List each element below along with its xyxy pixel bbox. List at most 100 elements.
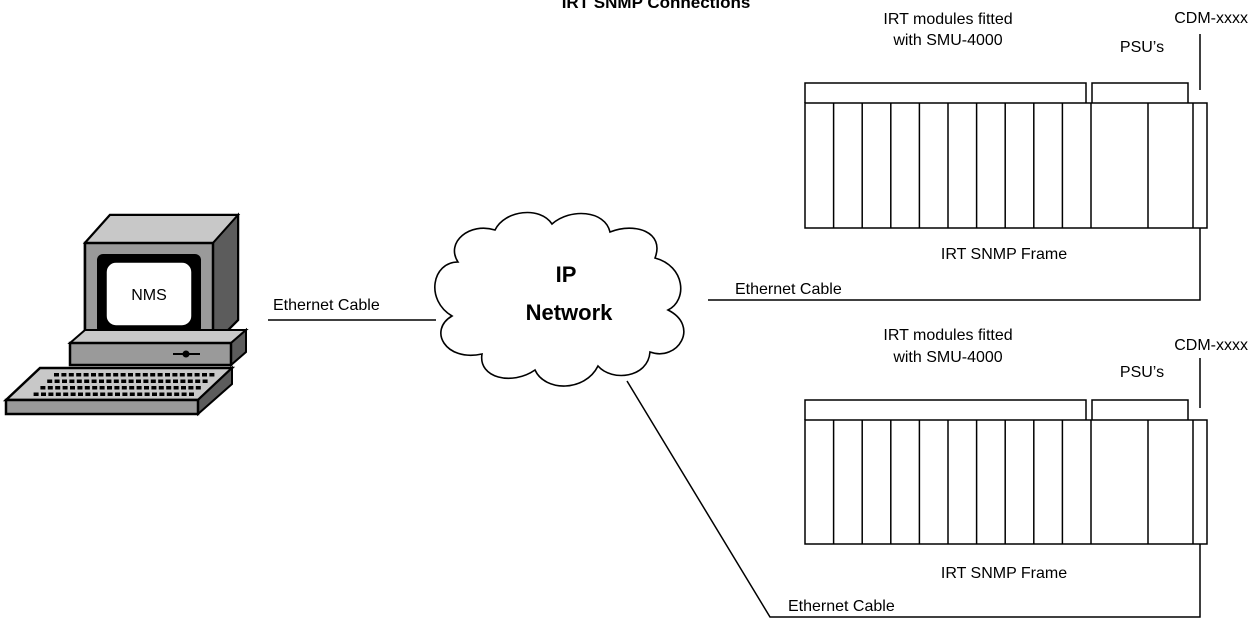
keyboard-key: [179, 373, 185, 377]
keyboard-key: [128, 373, 133, 377]
keyboard-key: [187, 379, 193, 383]
keyboard-key: [99, 379, 104, 383]
keyboard-key: [143, 379, 149, 383]
keyboard-key: [84, 386, 90, 390]
keyboard-key: [188, 386, 194, 390]
keyboard-key: [107, 392, 113, 396]
keyboard-key: [106, 379, 112, 383]
keyboard-key: [209, 373, 215, 377]
keyboard-key: [120, 373, 126, 377]
keyboard-key: [189, 392, 194, 396]
keyboard-key: [128, 379, 134, 383]
keyboard-key: [181, 386, 186, 390]
frame1-modules-bracket: [804, 82, 1087, 103]
frame2-modules-bracket: [804, 399, 1087, 420]
keyboard-key: [61, 373, 67, 377]
keyboard-key: [55, 392, 61, 396]
nms-label: NMS: [131, 287, 167, 304]
keyboard-key: [62, 386, 68, 390]
keyboard-key: [202, 379, 208, 383]
frame1-psu-label: PSU’s: [1120, 39, 1164, 56]
keyboard-key: [194, 373, 200, 377]
keyboard-key: [55, 386, 61, 390]
keyboard-key: [115, 392, 120, 396]
keyboard-key: [107, 386, 112, 390]
keyboard-key: [165, 379, 171, 383]
ip-network-cloud: IP Network: [434, 211, 685, 387]
keyboard-key: [48, 392, 54, 396]
keyboard-key: [195, 379, 201, 383]
keyboard-key: [181, 392, 187, 396]
frame2-cable-label: Ethernet Cable: [788, 598, 895, 615]
keyboard-key: [136, 379, 141, 383]
frame1-psu-bracket: [1091, 82, 1189, 103]
keyboard-key: [165, 373, 170, 377]
keyboard-key: [152, 392, 157, 396]
frame1-modules-label-line1: IRT modules fitted: [883, 11, 1012, 28]
frame2-ethernet-cable: [626, 380, 1201, 618]
keyboard-key: [92, 386, 98, 390]
keyboard-key: [40, 386, 46, 390]
keyboard-key: [202, 373, 207, 377]
keyboard-key: [47, 386, 53, 390]
frame2-cdm-label: CDM-xxxx: [1174, 337, 1248, 354]
frame1-cable-label: Ethernet Cable: [735, 281, 842, 298]
keyboard-key: [84, 379, 90, 383]
keyboard-key: [113, 373, 119, 377]
keyboard-key: [173, 386, 179, 390]
irt-snmp-frame-2: IRT modules fitted with SMU-4000 PSU’s C…: [626, 327, 1248, 618]
keyboard-key: [70, 392, 76, 396]
keyboard-key: [47, 379, 53, 383]
network-label-line2: Network: [526, 300, 614, 325]
keyboard-key: [78, 392, 83, 396]
keyboard-key: [41, 392, 46, 396]
keyboard-key: [136, 386, 142, 390]
keyboard-key: [174, 392, 180, 396]
keyboard-key: [172, 373, 178, 377]
frame1-slots: [832, 103, 1194, 228]
frame2-psu-label: PSU’s: [1120, 364, 1164, 381]
keyboard-key: [33, 392, 39, 396]
frame2-label: IRT SNMP Frame: [941, 565, 1067, 582]
keyboard-key: [98, 373, 104, 377]
frame1-label: IRT SNMP Frame: [941, 246, 1067, 263]
keyboard-key: [158, 379, 164, 383]
keyboard-key: [121, 386, 127, 390]
keyboard-key: [166, 386, 172, 390]
keyboard-key: [122, 392, 128, 396]
keyboard-key: [92, 392, 98, 396]
keyboard-key: [137, 392, 143, 396]
keyboard-key: [113, 379, 119, 383]
keyboard-key: [121, 379, 127, 383]
keyboard-key: [85, 392, 91, 396]
frame2-slots: [832, 420, 1194, 544]
keyboard-key: [114, 386, 120, 390]
keyboard-key: [157, 373, 163, 377]
frame1-chassis: [804, 102, 1208, 229]
irt-snmp-frame-1: IRT modules fitted with SMU-4000 PSU’s C…: [708, 10, 1248, 301]
keyboard-key: [91, 373, 96, 377]
frame1-ethernet-cable: [708, 228, 1201, 301]
keyboard-key: [180, 379, 186, 383]
frame2-modules-label-line2: with SMU-4000: [892, 349, 1002, 366]
keyboard-key: [76, 379, 82, 383]
network-label-line1: IP: [556, 262, 577, 287]
keyboard-key: [129, 386, 135, 390]
nms-cable-label: Ethernet Cable: [273, 297, 380, 314]
keyboard-key: [54, 379, 60, 383]
frame1-modules-label-line2: with SMU-4000: [892, 32, 1002, 49]
keyboard-key: [62, 379, 67, 383]
keyboard-key: [144, 392, 150, 396]
nms-screen: [105, 261, 193, 327]
keyboard-key: [68, 373, 74, 377]
keyboard-key: [99, 386, 105, 390]
keyboard-key: [91, 379, 97, 383]
keyboard-key: [77, 386, 83, 390]
keyboard-key: [151, 386, 157, 390]
keyboard-key: [187, 373, 193, 377]
keyboard-key: [159, 392, 165, 396]
keyboard-key: [135, 373, 141, 377]
diagram-title: IRT SNMP Connections: [562, 0, 751, 12]
keyboard-key: [105, 373, 111, 377]
keyboard-key: [63, 392, 69, 396]
